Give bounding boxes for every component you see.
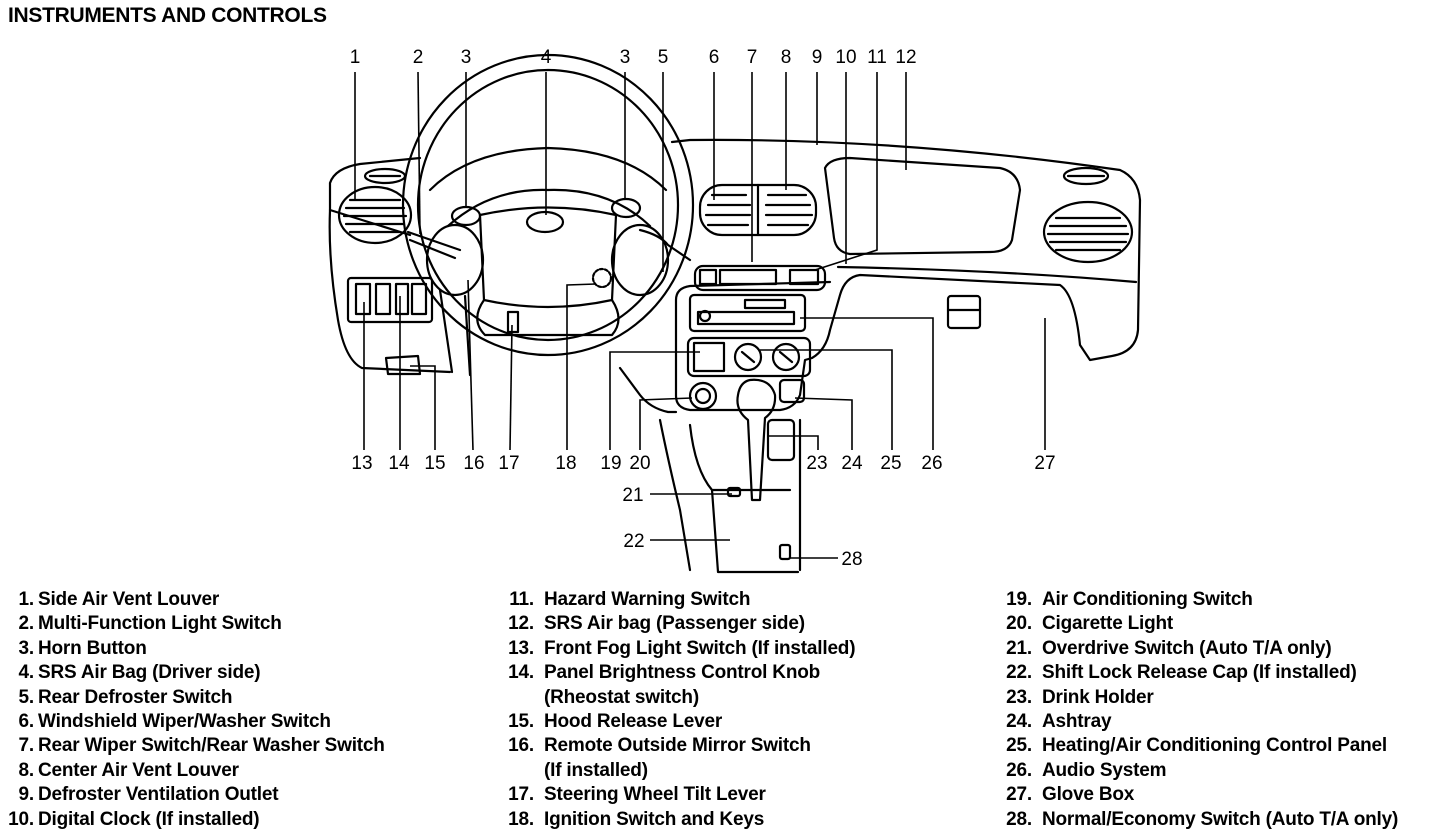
legend-item: 26.Audio System: [1006, 759, 1167, 781]
steering-wheel: [401, 53, 695, 357]
legend-item: 23.Drink Holder: [1006, 686, 1154, 708]
callout-24: 24: [841, 453, 863, 474]
legend-item: 8.Center Air Vent Louver: [18, 759, 239, 781]
horn-button-right-icon: [610, 197, 642, 219]
callout-16: 16: [463, 453, 484, 474]
legend-item: (Rheostat switch): [544, 686, 699, 708]
legend-item: 9.Defroster Ventilation Outlet: [18, 784, 279, 806]
callout-18: 18: [555, 453, 576, 474]
callout-5: 5: [658, 47, 669, 68]
legend-item: 21.Overdrive Switch (Auto T/A only): [1006, 637, 1332, 659]
legend-column-2: 11.Hazard Warning Switch 12.SRS Air bag …: [494, 588, 855, 832]
horn-button-left-icon: [450, 205, 482, 227]
page-title: INSTRUMENTS AND CONTROLS: [8, 4, 327, 27]
callout-20: 20: [629, 453, 650, 474]
legend-column-1: 1.Side Air Vent Louver 2.Multi-Function …: [0, 588, 385, 832]
wiper-switch: [610, 223, 670, 297]
callout-25: 25: [880, 453, 901, 474]
callout-2: 2: [413, 47, 424, 68]
passenger-airbag-panel: [823, 156, 1022, 256]
legend-item: 12.SRS Air bag (Passenger side): [508, 613, 805, 635]
side-vent-right-icon: [1042, 200, 1134, 264]
legend-item: 25.Heating/Air Conditioning Control Pane…: [1006, 735, 1387, 757]
legend-item: 2.Multi-Function Light Switch: [18, 613, 282, 635]
legend-item: 24.Ashtray: [1006, 711, 1112, 733]
legend-item: 17.Steering Wheel Tilt Lever: [508, 784, 766, 806]
center-console: [658, 418, 802, 574]
hood-release-lever: [384, 354, 422, 376]
legend-item: 14.Panel Brightness Control Knob: [508, 662, 821, 684]
callout-3-right: 3: [620, 47, 631, 68]
callout-26: 26: [921, 453, 942, 474]
legend-item: 11.Hazard Warning Switch: [509, 589, 751, 610]
dashboard-outline: [328, 138, 1142, 414]
audio-system-icon: [688, 293, 807, 333]
driver-airbag-icon: [525, 210, 565, 234]
legend-item: 15.Hood Release Lever: [508, 711, 723, 733]
legend-item: (If installed): [544, 759, 648, 781]
legend-item: 16.Remote Outside Mirror Switch: [508, 735, 811, 757]
legend-item: 18.Ignition Switch and Keys: [508, 808, 765, 830]
legend-item: 10.Digital Clock (If installed): [8, 808, 260, 830]
legend-item: 28.Normal/Economy Switch (Auto T/A only): [1006, 808, 1399, 830]
legend-item: 5.Rear Defroster Switch: [18, 686, 233, 708]
callout-21: 21: [622, 485, 643, 506]
callout-9: 9: [812, 47, 823, 68]
callout-4: 4: [541, 47, 552, 68]
callout-22: 22: [623, 531, 644, 552]
legend-column-3: 19.Air Conditioning Switch 20.Cigarette …: [994, 588, 1398, 832]
callout-14: 14: [388, 453, 410, 474]
ignition-switch-icon: [591, 267, 613, 289]
callout-27: 27: [1034, 453, 1055, 474]
cigarette-lighter-icon: [688, 381, 718, 411]
callout-8: 8: [781, 47, 792, 68]
wheel-hub: [478, 206, 618, 309]
callout-12: 12: [895, 47, 916, 68]
callout-6: 6: [709, 47, 720, 68]
legend-item: 27.Glove Box: [1006, 784, 1135, 806]
legend-item: 6.Windshield Wiper/Washer Switch: [18, 711, 331, 733]
legend-item: 19.Air Conditioning Switch: [1006, 589, 1253, 610]
callout-3-left: 3: [461, 47, 472, 68]
legend-item: 1.Side Air Vent Louver: [18, 589, 220, 610]
callout-19: 19: [600, 453, 621, 474]
legend-item: 4.SRS Air Bag (Driver side): [18, 662, 261, 684]
legend-item: 3.Horn Button: [18, 637, 147, 659]
fog-light-panel: [346, 276, 434, 324]
callout-23: 23: [806, 453, 827, 474]
callout-28: 28: [841, 549, 862, 570]
callout-17: 17: [498, 453, 519, 474]
callout-7: 7: [747, 47, 758, 68]
glove-box-latch: [946, 294, 982, 330]
callout-1: 1: [350, 47, 361, 68]
callout-13: 13: [351, 453, 372, 474]
side-vent-left-icon: [337, 185, 413, 245]
climate-panel-icon: [686, 336, 812, 378]
callout-15: 15: [424, 453, 445, 474]
callout-10: 10: [835, 47, 856, 68]
multi-function-switch: [425, 223, 485, 297]
legend-item: 20.Cigarette Light: [1006, 613, 1174, 635]
legend-item: 13.Front Fog Light Switch (If installed): [508, 637, 856, 659]
callout-11: 11: [867, 47, 887, 68]
legend-item: 22.Shift Lock Release Cap (If installed): [1006, 662, 1357, 684]
gear-shifter: [736, 378, 777, 502]
legend-item: 7.Rear Wiper Switch/Rear Washer Switch: [18, 735, 385, 757]
